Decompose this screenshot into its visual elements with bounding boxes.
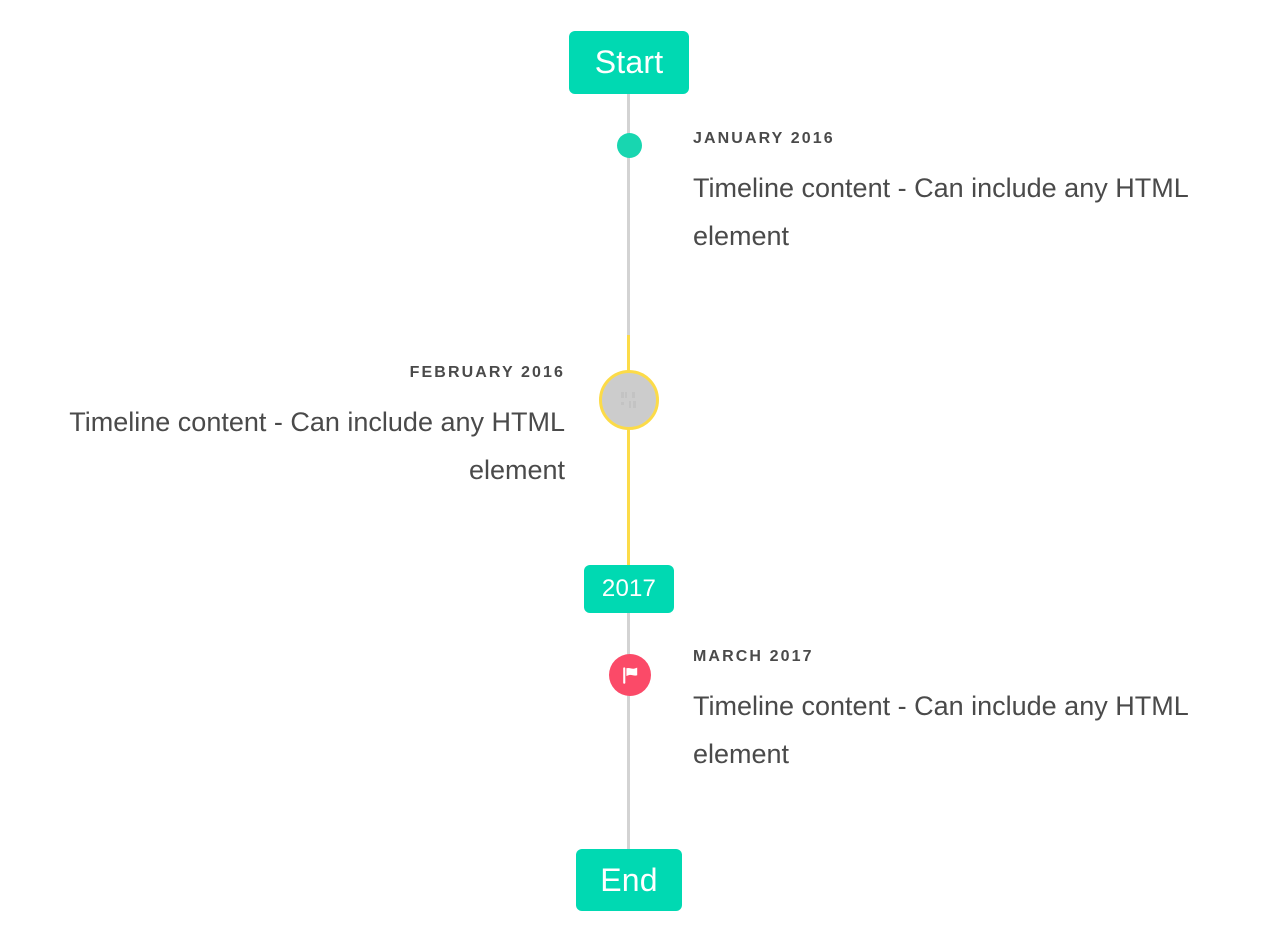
timeline-entry-date: FEBRUARY 2016 (409, 364, 565, 381)
timeline-entry-body: Timeline content - Can include any HTML … (69, 407, 565, 486)
timeline-axis-segment-bottom (627, 613, 630, 850)
timeline-end-badge[interactable]: End (576, 849, 682, 911)
timeline-marker-dot-icon[interactable] (617, 133, 642, 158)
timeline-entry-body: Timeline content - Can include any HTML … (693, 691, 1188, 770)
timeline-marker-flag-icon[interactable] (609, 654, 651, 696)
timeline-year-badge[interactable]: 2017 (584, 565, 674, 613)
timeline-entry-january: JANUARY 2016 Timeline content - Can incl… (693, 131, 1223, 260)
timeline-start-badge[interactable]: Start (569, 31, 689, 94)
flag-icon (622, 666, 637, 684)
timeline-entry-date: JANUARY 2016 (693, 130, 835, 147)
timeline-entry-february: FEBRUARY 2016 Timeline content - Can inc… (35, 365, 565, 494)
timeline-entry-march: MARCH 2017 Timeline content - Can includ… (693, 649, 1223, 778)
broken-image-icon (620, 391, 638, 409)
timeline-entry-body: Timeline content - Can include any HTML … (693, 173, 1188, 252)
timeline-marker-broken-image-icon[interactable] (599, 370, 659, 430)
timeline-axis-segment-top (627, 94, 630, 335)
timeline-entry-date: MARCH 2017 (693, 648, 814, 665)
timeline-axis-segment-highlighted (627, 335, 630, 565)
